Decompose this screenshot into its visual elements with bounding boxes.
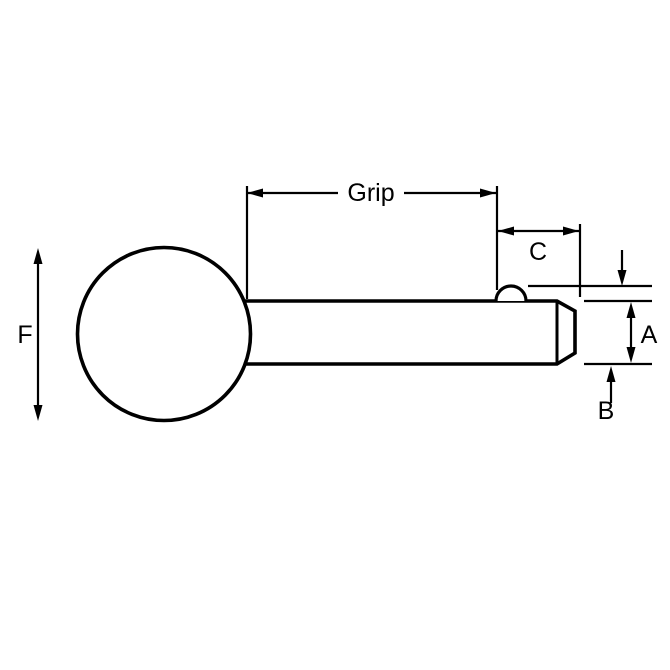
grip-arrowhead-left	[247, 188, 263, 198]
grip-arrowhead-right	[480, 188, 496, 198]
ball-handle	[75, 245, 253, 423]
f-arrowhead-bottom	[33, 405, 43, 421]
grip-dimension-label: Grip	[347, 179, 394, 207]
f-dimension-label: F	[17, 321, 32, 349]
b-arrowhead-up	[606, 366, 616, 382]
b-arrowhead-down	[617, 270, 627, 286]
pin-shaft	[240, 299, 577, 366]
a-arrowhead-bottom	[626, 347, 636, 363]
f-arrowhead-top	[33, 248, 43, 264]
a-dimension-label: A	[641, 321, 658, 349]
locking-ball	[494, 284, 528, 302]
c-arrowhead-left	[498, 226, 514, 236]
c-arrowhead-right	[563, 226, 579, 236]
c-dimension-label: C	[529, 238, 547, 266]
a-arrowhead-top	[626, 302, 636, 318]
b-dimension-label: B	[598, 397, 615, 425]
